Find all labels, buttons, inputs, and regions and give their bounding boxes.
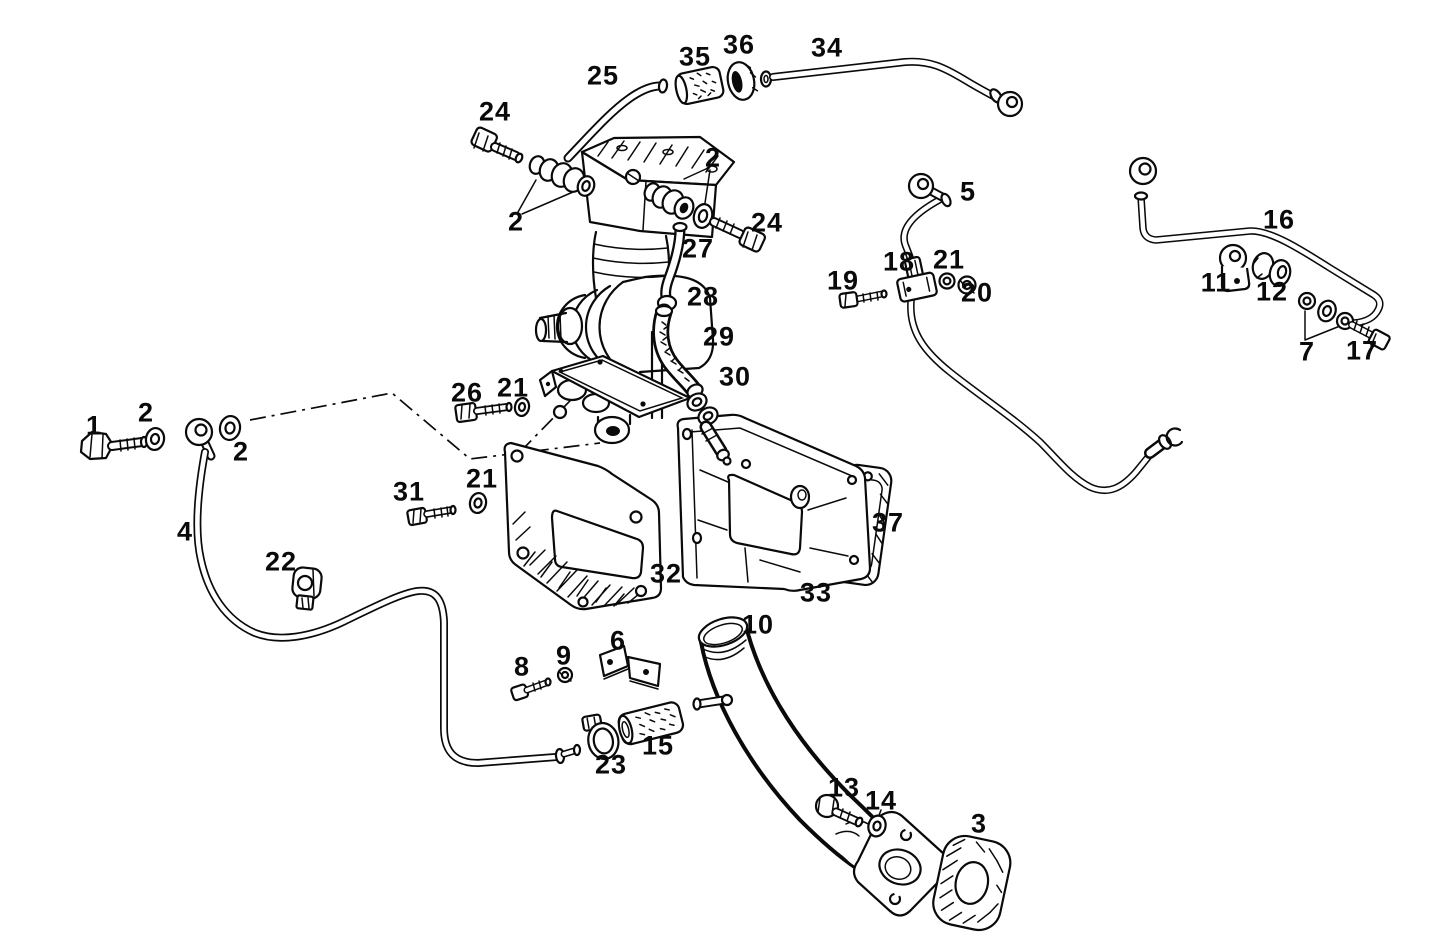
part-washer-2-left (144, 426, 166, 452)
part-bolt-8 (510, 677, 552, 702)
callout-27: 27 (681, 233, 715, 264)
callout-2: 2 (232, 436, 250, 467)
callout-5: 5 (959, 176, 977, 207)
part-bolt-31 (406, 504, 457, 527)
callout-20: 20 (960, 277, 994, 308)
callout-21: 21 (465, 463, 499, 494)
part-nut-9 (556, 666, 574, 684)
leader-2-left (517, 179, 574, 215)
callout-4: 4 (176, 516, 194, 547)
callout-26: 26 (450, 377, 484, 408)
callout-32: 32 (649, 558, 683, 589)
part-hose-15 (617, 701, 685, 746)
part-pipe-5 (900, 172, 1184, 495)
callout-15: 15 (641, 730, 675, 761)
callout-13: 13 (827, 772, 861, 803)
part-fitting-29 (686, 392, 719, 426)
part-bracket-6 (598, 644, 662, 690)
callout-3: 3 (970, 808, 988, 839)
leader-7 (1304, 310, 1341, 341)
callout-34: 34 (810, 32, 844, 63)
part-stud-pin (692, 693, 734, 711)
part-bolt-13 (814, 793, 864, 828)
part-hose-35 (674, 65, 725, 106)
part-washers-7 (1297, 291, 1337, 323)
callout-2: 2 (704, 142, 722, 173)
callout-6: 6 (609, 625, 627, 656)
callout-12: 12 (1255, 276, 1289, 307)
callout-19: 19 (826, 265, 860, 296)
callout-2: 2 (137, 397, 155, 428)
part-washer-2-banjo (218, 414, 242, 442)
callout-1: 1 (85, 410, 103, 441)
callout-31: 31 (392, 476, 426, 507)
callout-33: 33 (799, 577, 833, 608)
callout-21: 21 (932, 244, 966, 275)
part-fitting-2-head-right (643, 182, 695, 220)
part-washer-21-b (468, 491, 488, 515)
part-bolt-1 (79, 430, 149, 461)
part-clamp-18 (896, 255, 938, 303)
part-pipe-34 (759, 57, 1024, 118)
callout-11: 11 (1200, 267, 1232, 298)
part-flange-10 (852, 810, 951, 917)
callout-25: 25 (586, 60, 620, 91)
part-clamp-11 (1218, 243, 1251, 293)
callout-28: 28 (686, 281, 720, 312)
part-nut-20 (957, 275, 977, 295)
callout-36: 36 (722, 29, 756, 60)
part-pipe-16 (1128, 156, 1384, 327)
leader-2-right (683, 167, 711, 204)
part-fitting-36 (726, 61, 759, 101)
callout-16: 16 (1262, 204, 1296, 235)
callout-24: 24 (478, 96, 512, 127)
part-clamp-23 (581, 713, 620, 760)
part-pipe-4 (193, 448, 582, 767)
part-bolt-24-left (470, 126, 524, 164)
part-washer-21-c (938, 272, 956, 290)
callout-30: 30 (718, 361, 752, 392)
callout-18: 18 (882, 246, 916, 277)
part-bolt-17 (1335, 311, 1391, 351)
part-gasket-32 (503, 441, 663, 611)
part-washer-14 (867, 809, 887, 838)
part-washer-21-a (513, 396, 531, 418)
callout-17: 17 (1345, 335, 1379, 366)
callout-7: 7 (1298, 336, 1316, 367)
callout-22: 22 (264, 546, 298, 577)
callout-14: 14 (864, 785, 898, 816)
part-bushing-12 (1251, 252, 1292, 287)
callout-24: 24 (750, 207, 784, 238)
part-clip-22 (291, 566, 323, 611)
part-bolt-26 (454, 401, 513, 424)
callout-23: 23 (594, 749, 628, 780)
part-fitting-30 (699, 420, 732, 466)
part-bolt-19 (838, 289, 888, 309)
callout-29: 29 (702, 321, 736, 352)
part-pipe-25 (563, 78, 669, 163)
part-gasket-3 (932, 834, 1012, 932)
callout-37: 37 (871, 507, 905, 538)
callout-21: 21 (496, 372, 530, 403)
callout-2: 2 (507, 206, 525, 237)
part-washer-2-right (692, 203, 714, 229)
callout-10: 10 (741, 609, 775, 640)
part-fitting-2-head-left (528, 155, 596, 197)
callout-8: 8 (513, 651, 531, 682)
callout-35: 35 (678, 41, 712, 72)
callout-9: 9 (555, 640, 573, 671)
part-bolt-24-right (709, 217, 766, 253)
